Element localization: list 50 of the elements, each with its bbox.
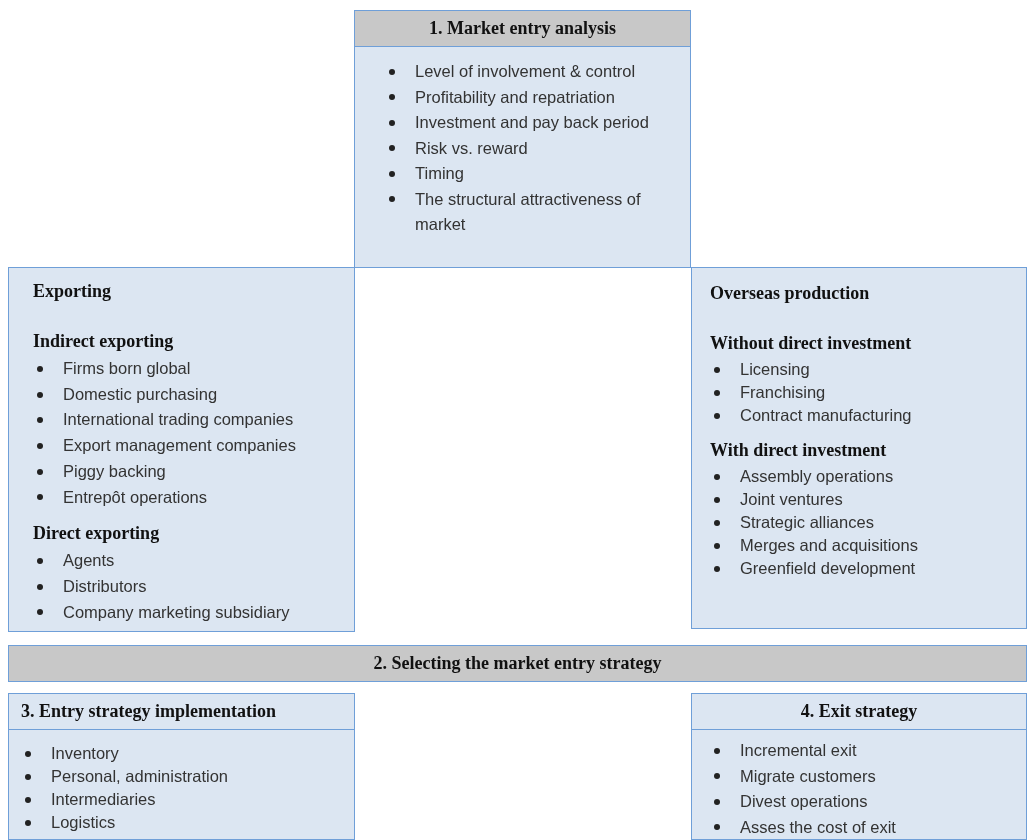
list-item: International trading companies (63, 409, 294, 431)
content-box (354, 46, 691, 268)
list-item: Inventory (51, 743, 119, 764)
list-item: Investment and pay back period (415, 112, 649, 133)
content-box (691, 267, 1027, 629)
list-item: Risk vs. reward (415, 137, 528, 159)
heading: 4. Exit strategy (800, 700, 918, 723)
list-item: Timing (415, 163, 464, 184)
subheading: Direct exporting (33, 522, 161, 546)
content-box (8, 729, 355, 840)
list-item: Licensing (740, 359, 810, 380)
heading: Overseas production (710, 282, 871, 305)
heading: 1. Market entry analysis (429, 17, 616, 40)
list-item: Greenfield development (740, 558, 916, 579)
header-box (8, 645, 1027, 682)
list-item: Agents (63, 550, 115, 572)
list-item: Contract manufacturing (740, 405, 912, 426)
list-item: Franchising (740, 382, 826, 403)
list-item: Asses the cost of exit (740, 816, 896, 838)
list-item: Distributors (63, 575, 147, 597)
heading: Exporting (33, 280, 112, 303)
list-item: Company marketing subsidiary (63, 601, 290, 623)
list-item: Joint ventures (740, 489, 843, 510)
list-item: Piggy backing (63, 460, 166, 482)
heading: 3. Entry strategy implementation (21, 700, 277, 723)
list-item: Export management companies (63, 435, 296, 457)
list-item: Intermediaries (51, 789, 156, 810)
list-item: Merges and acquisitions (740, 535, 918, 556)
list-item: Profitability and repatriation (415, 86, 615, 108)
list-item: The structural attractiveness of market (415, 188, 642, 235)
header-box (354, 10, 691, 47)
subheading: Without direct investment (710, 332, 913, 355)
list-item: Personal, administration (51, 766, 228, 787)
subheading: Indirect exporting (33, 330, 175, 353)
list-item: Assembly operations (740, 466, 894, 487)
header-box (8, 693, 355, 730)
list-item: Divest operations (740, 791, 868, 812)
list-item: Firms born global (63, 358, 191, 379)
content-box (8, 267, 355, 632)
list-item: Strategic alliances (740, 512, 874, 533)
heading: 2. Selecting the market entry strategy (373, 652, 662, 675)
list-item: Logistics (51, 812, 116, 833)
list-item: Entrepôt operations (63, 486, 207, 508)
content-box (691, 729, 1027, 840)
header-box (691, 693, 1027, 730)
list-item: Level of involvement & control (415, 61, 636, 82)
list-item: Incremental exit (740, 740, 857, 761)
subheading: With direct investment (710, 439, 888, 462)
list-item: Migrate customers (740, 765, 876, 787)
list-item: Domestic purchasing (63, 383, 218, 405)
